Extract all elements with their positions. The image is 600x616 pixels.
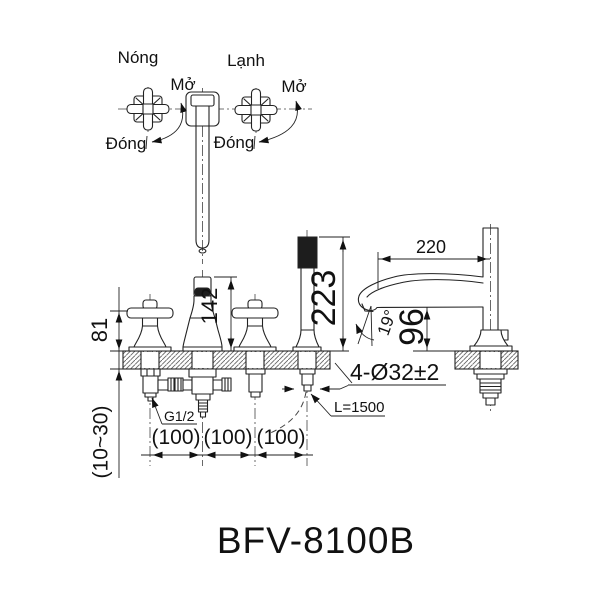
spout-side-profile [357,227,513,352]
shower-head [297,236,318,269]
under-deck-tailpiece-right [245,368,266,398]
hand-shower [292,236,322,352]
rotation-arrow-left-icon [151,102,187,144]
dim-text-pitch2: (100) [203,426,252,449]
dim-text-deck-thickness: (10~30) [90,406,113,479]
close-label-right: Đóng [214,133,255,152]
dim-hole-spec: 4-Ø32±2 [282,359,446,393]
dim-text-223: 223 [305,270,343,327]
cold-handle-cross-icon [234,88,278,132]
under-deck-valve-center [174,368,232,418]
dim-shower-height: 223 [305,236,350,352]
dim-text-hose-length: L=1500 [334,399,384,416]
dim-thread: G1/2 [151,397,197,425]
cold-label: Lạnh [227,51,265,70]
hot-label: Nóng [118,48,159,67]
spout-mouth [361,303,374,313]
dimensions: 81 (10~30) 142 223 220 [87,236,490,478]
shower-hose-path [267,391,307,435]
dim-text-thread: G1/2 [164,408,195,424]
cold-handle-front [231,299,279,352]
spout-front [182,276,223,352]
open-label-right: Mở [281,77,306,96]
dim-text-220: 220 [416,237,446,257]
front-view [122,230,331,466]
side-locknut [473,368,508,406]
dim-outlet-height: 96 [393,307,456,352]
open-label-left: Mở [170,75,195,94]
under-deck-valve-left [140,368,178,402]
dim-text-hole-spec: 4-Ø32±2 [350,359,439,385]
mounting-deck [122,350,331,370]
hot-handle-cross-icon [126,87,170,131]
side-view [357,224,519,413]
dim-hose-length: L=1500 [310,393,385,417]
dim-spout-reach: 220 [377,237,490,289]
plan-spout [185,91,220,254]
plan-view: Nóng Lạnh Mở Mở Đóng Đóng [106,48,312,264]
dim-spout-height: 142 [197,276,237,351]
dim-handle-height: 81 (10~30) [87,287,128,478]
rotation-arrows [145,100,302,150]
dim-text-142: 142 [197,288,222,325]
deck-holes [140,350,317,370]
side-deck [454,350,519,370]
rotation-arrow-right-icon [258,100,302,144]
dim-text-pitch1: (100) [151,426,200,449]
under-deck-shower-connection [299,368,316,392]
model-title: BFV-8100B [217,520,415,561]
dim-pitch-chain: (100) (100) (100) [141,426,313,459]
dim-text-pitch3: (100) [256,426,305,449]
hot-handle-front [126,299,174,352]
close-label-left: Đóng [106,134,147,153]
dim-text-96: 96 [393,308,431,346]
dim-text-81: 81 [87,318,112,342]
